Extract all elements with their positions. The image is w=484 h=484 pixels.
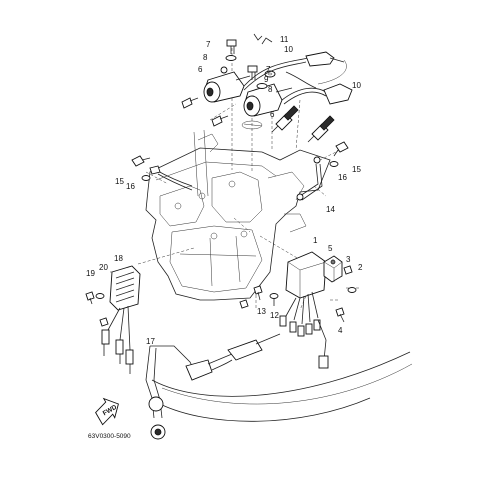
callout-14: 14 (326, 205, 335, 214)
callout-12: 12 (270, 311, 279, 320)
bolt-7-upper (226, 39, 237, 54)
ignition-coil-lower (241, 83, 293, 130)
callout-13: 13 (257, 307, 266, 316)
stop-switch-5 (323, 255, 343, 283)
callout-15-left: 15 (115, 177, 124, 186)
callout-7-upper: 7 (206, 40, 211, 49)
callout-16-right: 16 (338, 173, 347, 182)
screw-15-right (333, 141, 349, 157)
rectifier-regulator-18 (101, 265, 141, 374)
callout-6-lower: 6 (270, 110, 275, 119)
drawing-code: 63V0300-5090 (88, 433, 131, 440)
wire-harness-17 (145, 333, 281, 440)
lower-cowling-outline (151, 351, 413, 422)
callout-1: 1 (313, 236, 318, 245)
screw-mid (239, 299, 249, 309)
callout-5: 5 (328, 244, 333, 253)
callout-7-lower: 7 (266, 65, 271, 74)
washer-16-left (141, 175, 151, 181)
callout-8-upper: 8 (203, 53, 208, 62)
screw-4 (335, 307, 345, 323)
callout-4: 4 (338, 326, 343, 335)
screw-15-left (131, 155, 151, 167)
callout-11: 11 (280, 35, 289, 44)
callout-6-upper: 6 (198, 65, 203, 74)
fwd-arrow-icon (95, 397, 119, 426)
ignition-coil-upper (203, 66, 251, 103)
spark-plug-right (307, 115, 335, 143)
high-tension-cord-lower (281, 59, 353, 105)
screw-left-lower (211, 115, 229, 127)
callout-2: 2 (358, 263, 363, 272)
washer-8-upper (225, 55, 237, 61)
callout-16-left: 16 (126, 182, 135, 191)
high-tension-cord-upper (243, 51, 345, 91)
callout-9: 9 (264, 75, 269, 84)
cdi-unit-1 (279, 251, 329, 369)
callout-10-right: 10 (352, 81, 361, 90)
leader-lines (137, 48, 360, 311)
powerhead-outline (145, 129, 331, 301)
washer-2 (347, 287, 357, 293)
washer-20 (95, 293, 105, 299)
callout-20: 20 (99, 263, 108, 272)
ground-lead-14 (149, 156, 323, 201)
callout-3: 3 (346, 255, 351, 264)
washer-8-lower (256, 83, 268, 89)
callout-19: 19 (86, 269, 95, 278)
screw-13 (253, 285, 263, 301)
clip-11 (253, 33, 273, 45)
washer-16-right (329, 161, 339, 167)
washer-12 (269, 293, 279, 306)
spark-plug-left (271, 105, 299, 133)
screw-left-coil (181, 97, 199, 109)
screw-3 (343, 265, 353, 275)
callout-8-lower: 8 (268, 85, 273, 94)
small-bolt-near-18 (99, 317, 109, 327)
screw-19 (85, 291, 95, 305)
callout-labels: 1 2 3 4 5 6 6 7 7 8 8 9 10 10 11 12 13 1… (86, 35, 363, 346)
callout-17: 17 (146, 337, 155, 346)
callout-18: 18 (114, 254, 123, 263)
callout-15-right: 15 (352, 165, 361, 174)
callout-10-upper: 10 (284, 45, 293, 54)
